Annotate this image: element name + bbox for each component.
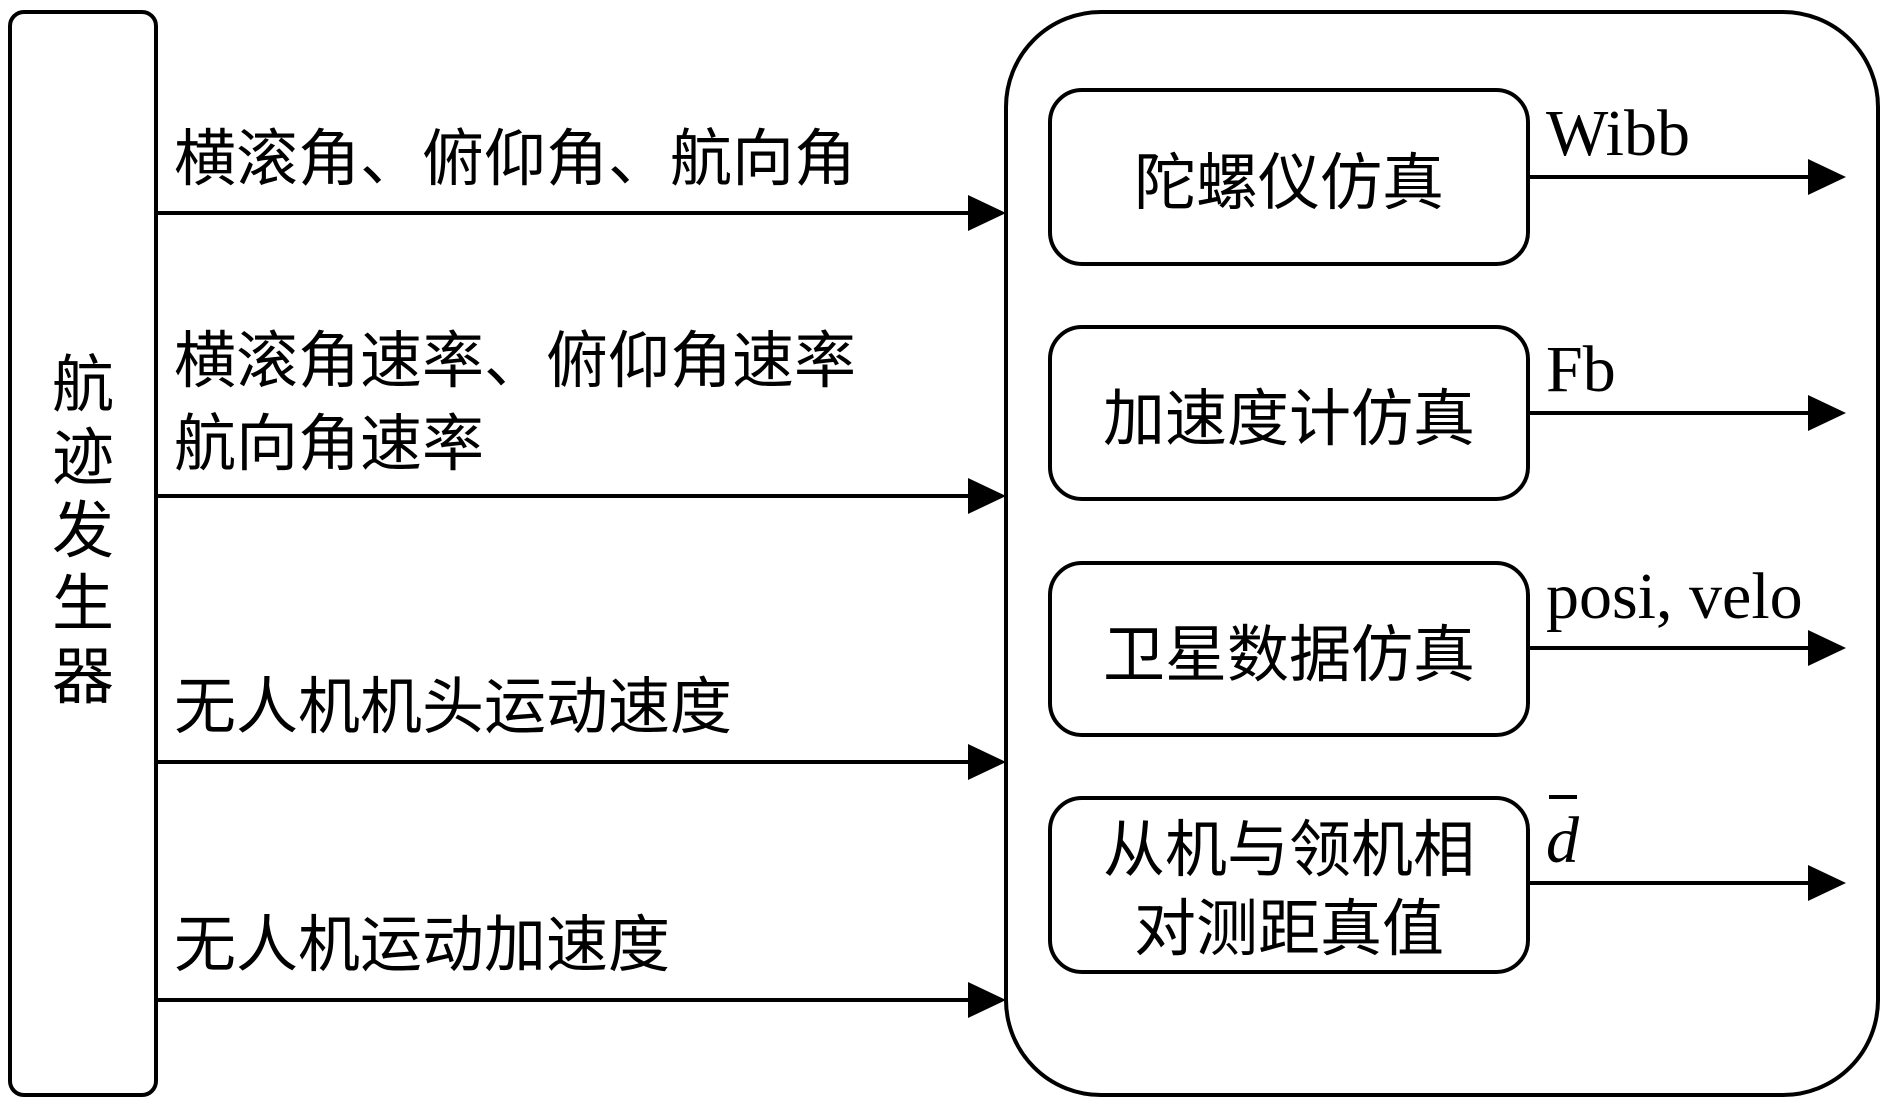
signal-label-acceleration: 无人机运动加速度 (174, 908, 670, 981)
generator-char: 生 (52, 567, 114, 640)
generator-char: 迹 (52, 421, 114, 494)
satellite-output-arrow (1528, 630, 1846, 666)
ranging-output-arrow (1528, 865, 1846, 901)
generator-char: 航 (52, 348, 114, 421)
signal-label-angular-rates-line1: 横滚角速率、俯仰角速率 (174, 324, 856, 397)
satellite-sim-label: 卫星数据仿真 (1103, 618, 1475, 691)
gyroscope-output-arrow (1528, 159, 1846, 195)
satellite-output-label: posi, velo (1546, 560, 1803, 633)
accelerometer-output-label: Fb (1546, 333, 1616, 406)
signal-arrow-acceleration (156, 982, 1006, 1018)
signal-label-angular-rates-line2: 航向角速率 (174, 407, 484, 480)
generator-char: 发 (52, 494, 114, 567)
accelerometer-sim-label: 加速度计仿真 (1103, 382, 1475, 455)
gyroscope-output-label: Wibb (1546, 97, 1690, 170)
ranging-output-label: d (1546, 804, 1580, 877)
generator-char: 器 (52, 640, 114, 713)
gyroscope-sim-label: 陀螺仪仿真 (1134, 146, 1444, 219)
trajectory-generator-box (8, 10, 158, 1097)
signal-label-nose-velocity: 无人机机头运动速度 (174, 670, 732, 743)
signal-label-attitude: 横滚角、俯仰角、航向角 (174, 122, 856, 195)
simulation-container (1004, 10, 1880, 1097)
signal-arrow-nose-velocity (156, 744, 1006, 780)
signal-arrow-attitude (156, 195, 1006, 231)
ranging-truth-label-line1: 从机与领机相 (1103, 813, 1475, 886)
ranging-truth-label-line2: 对测距真值 (1134, 892, 1444, 965)
signal-arrow-angular-rates (156, 478, 1006, 514)
accelerometer-output-arrow (1528, 395, 1846, 431)
